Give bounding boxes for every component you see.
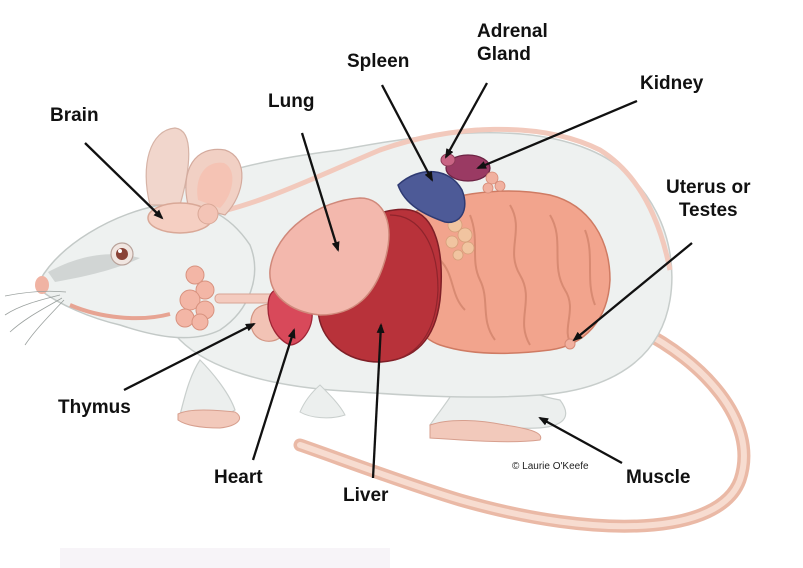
eye-pupil	[116, 248, 128, 260]
ear-inner	[197, 162, 233, 208]
adrenal-gland-organ	[440, 153, 456, 167]
label-liver: Liver	[343, 485, 389, 506]
eye-glint	[118, 249, 122, 253]
lung-leader-line	[300, 132, 340, 252]
bottom-strip	[60, 548, 390, 568]
label-brain: Brain	[50, 105, 99, 126]
mouth	[69, 303, 171, 321]
liver-lobe	[389, 214, 439, 361]
nose	[35, 276, 49, 294]
hind-foot	[429, 419, 542, 443]
tail-highlight	[297, 327, 747, 530]
lung-organ	[269, 197, 390, 316]
spleen-leader-line	[380, 84, 434, 182]
label-uterus-or-testes: Uterus or Testes	[666, 176, 750, 222]
trachea	[214, 293, 276, 304]
salivary-glands	[175, 265, 215, 331]
label-lung: Lung	[268, 91, 315, 112]
uterus-testes-organ	[564, 338, 576, 350]
kidney-leader-line	[476, 99, 638, 170]
label-adrenal-line2: Gland	[477, 44, 531, 65]
label-uterus-line2: Testes	[678, 200, 738, 221]
label-thymus: Thymus	[58, 397, 131, 418]
liver-leader-line	[371, 323, 385, 479]
adrenal-leader-line	[444, 82, 489, 159]
uterus-leader-line	[572, 242, 693, 342]
whiskers	[4, 290, 67, 346]
heart-leader-line	[251, 328, 296, 461]
spinal-cord	[204, 126, 673, 271]
label-kidney: Kidney	[640, 73, 704, 94]
brain-stem	[197, 203, 219, 225]
leader-lines	[84, 82, 693, 479]
brain-leader-line	[84, 142, 164, 220]
kidney-fat	[482, 171, 506, 194]
copyright-credit: © Laurie O'Keefe	[512, 461, 589, 472]
front-paw	[177, 409, 240, 429]
thymus-leader-line	[123, 322, 256, 392]
label-adrenal-line1: Adrenal	[477, 21, 548, 42]
label-uterus-line1: Uterus or	[666, 177, 751, 198]
label-spleen: Spleen	[347, 51, 410, 72]
label-heart: Heart	[214, 467, 263, 488]
label-adrenal-gland: Adrenal Gland	[477, 20, 548, 66]
ear-back	[145, 127, 190, 206]
middle-leg	[299, 384, 346, 419]
muscle-leader-line	[538, 416, 623, 465]
label-muscle: Muscle	[626, 467, 691, 488]
intestine-coils	[439, 204, 596, 346]
